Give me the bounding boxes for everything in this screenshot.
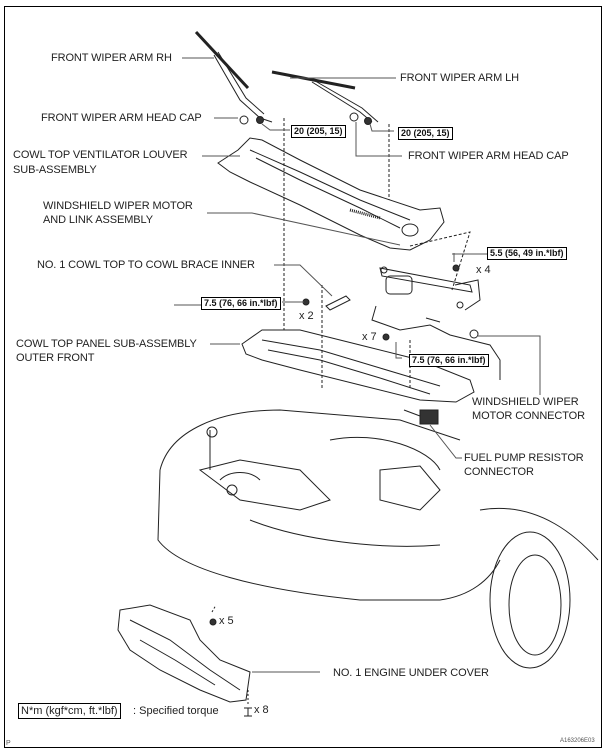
label-fuel-pump-resistor-line2: CONNECTOR — [464, 466, 534, 478]
torque-wiper-arm-rh: 20 (205, 15) — [291, 125, 346, 138]
front-wiper-arm-lh-drawing — [271, 70, 379, 123]
head-cap-rh-icon — [239, 115, 249, 125]
cowl-panel-bolt-icon — [382, 333, 390, 341]
wire-harness-drawing — [371, 305, 501, 380]
cowl-top-ventilator-louver-drawing — [217, 137, 445, 251]
label-cowl-brace-inner: NO. 1 COWL TOP TO COWL BRACE INNER — [37, 259, 255, 271]
label-fuel-pump-resistor-line1: FUEL PUMP RESISTOR — [464, 452, 584, 464]
torque-brace-inner: 7.5 (76, 66 in.*lbf) — [201, 297, 281, 310]
label-front-wiper-arm-head-cap-right: FRONT WIPER ARM HEAD CAP — [408, 150, 569, 162]
label-cowl-top-panel-line1: COWL TOP PANEL SUB-ASSEMBLY — [16, 338, 197, 350]
torque-cowl-panel: 7.5 (76, 66 in.*lbf) — [409, 354, 489, 367]
nut-lh-icon — [364, 117, 372, 125]
under-cover-clip-icon — [244, 707, 252, 717]
under-cover-nut-icon — [209, 618, 217, 626]
torque-wiper-arm-lh: 20 (205, 15) — [398, 127, 453, 140]
label-engine-under-cover: NO. 1 ENGINE UNDER COVER — [333, 667, 489, 679]
qty-brace-bolts: x 2 — [299, 310, 314, 322]
engine-under-cover-drawing — [117, 604, 251, 703]
figure-id: A163206E03 — [560, 738, 595, 744]
label-front-wiper-arm-rh: FRONT WIPER ARM RH — [51, 52, 172, 64]
fuel-pump-resistor-icon — [419, 409, 439, 425]
label-wiper-motor-link-line2: AND LINK ASSEMBLY — [43, 214, 153, 226]
label-front-wiper-arm-head-cap-left: FRONT WIPER ARM HEAD CAP — [41, 112, 202, 124]
label-wiper-motor-link-line1: WINDSHIELD WIPER MOTOR — [43, 200, 193, 212]
label-front-wiper-arm-lh: FRONT WIPER ARM LH — [400, 72, 520, 84]
label-cowl-top-ventilator-louver-line2: SUB-ASSEMBLY — [13, 164, 97, 176]
legend-torque-description: : Specified torque — [133, 705, 219, 717]
nut-rh-icon — [256, 116, 264, 124]
cowl-brace-inner-drawing — [325, 295, 351, 311]
qty-under-cover-clips: x 8 — [254, 704, 269, 716]
qty-cowl-panel-bolts: x 7 — [362, 331, 377, 343]
corner-mark: P — [6, 740, 11, 747]
wiper-motor-link-drawing — [379, 264, 481, 311]
cowl-top-panel-drawing — [241, 329, 475, 403]
leader-lines — [174, 57, 541, 673]
legend-torque-unit: N*m (kgf*cm, ft.*lbf) — [18, 703, 121, 719]
torque-wiper-motor: 5.5 (56, 49 in.*lbf) — [487, 247, 567, 260]
qty-wiper-motor-bolts: x 4 — [476, 264, 491, 276]
qty-under-cover-nuts: x 5 — [219, 615, 234, 627]
diagram-frame — [4, 6, 602, 748]
label-cowl-top-panel-line2: OUTER FRONT — [16, 352, 95, 364]
head-cap-lh-icon — [349, 112, 359, 122]
label-wiper-motor-connector-line2: MOTOR CONNECTOR — [472, 410, 585, 422]
label-wiper-motor-connector-line1: WINDSHIELD WIPER — [472, 396, 579, 408]
label-cowl-top-ventilator-louver-line1: COWL TOP VENTILATOR LOUVER — [13, 149, 188, 161]
vehicle-front-drawing — [157, 409, 599, 669]
front-wiper-arm-rh-drawing — [194, 30, 273, 123]
